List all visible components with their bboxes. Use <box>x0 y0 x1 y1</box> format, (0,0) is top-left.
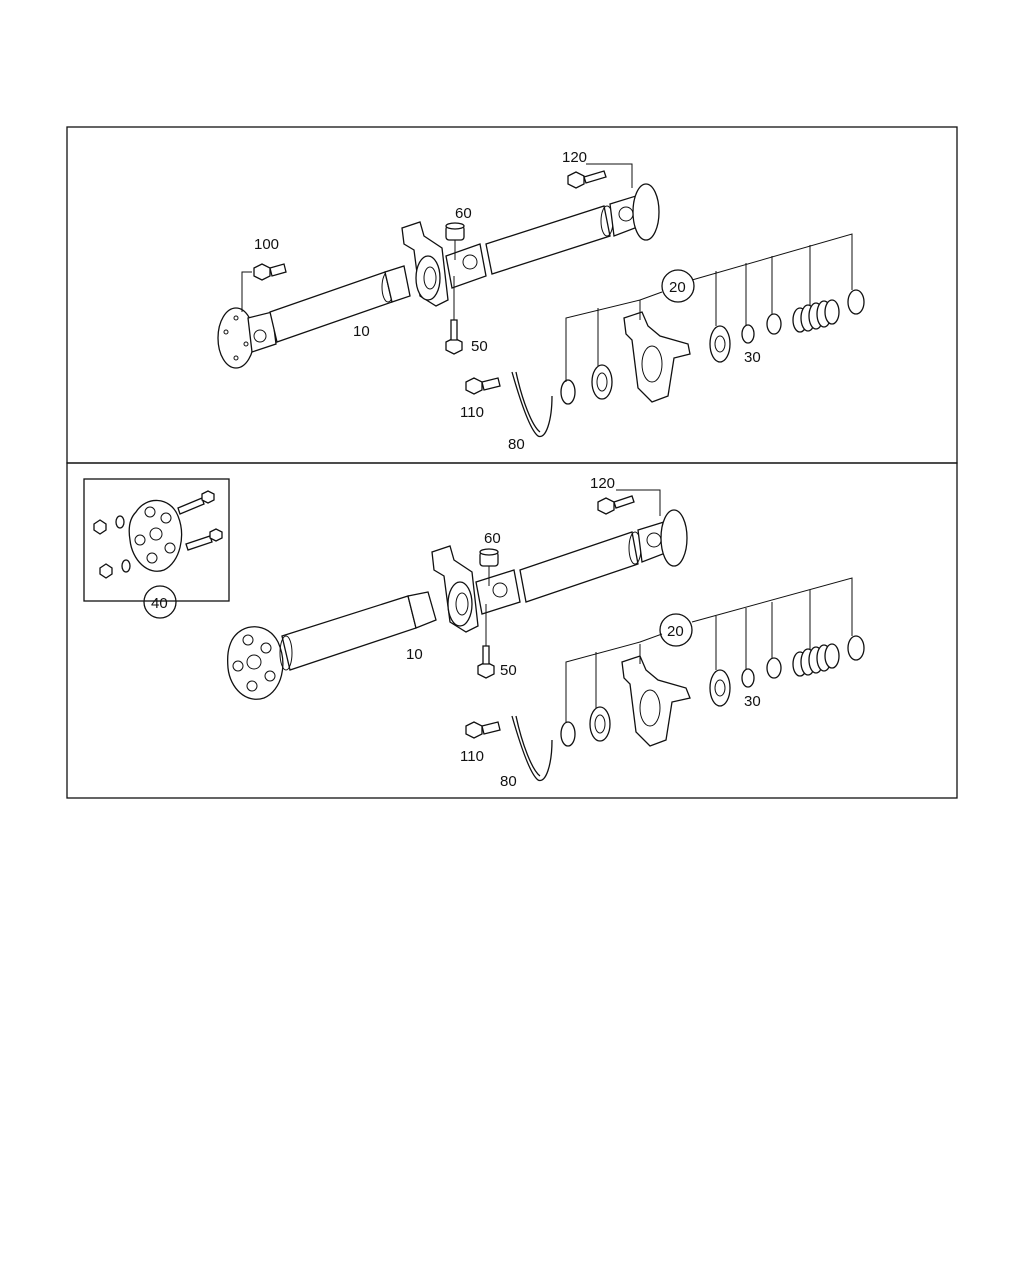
bellows-boot-icon <box>792 299 840 333</box>
bottom-label-110: 110 <box>460 748 484 765</box>
top-circle-20 <box>661 269 695 303</box>
top-label-30: 30 <box>744 349 761 366</box>
rear-tube <box>519 531 639 603</box>
inset-washer-icon <box>121 559 131 573</box>
top-label-50: 50 <box>471 338 488 355</box>
front-tube <box>269 271 393 343</box>
upper-driveshaft-assembly <box>217 163 865 438</box>
strap-80-icon <box>511 371 553 438</box>
strap-80-icon <box>511 715 553 782</box>
inset-washer-icon <box>115 515 125 529</box>
bottom-label-50: 50 <box>500 662 517 679</box>
rear-tube <box>485 205 611 275</box>
top-label-100: 100 <box>254 236 279 253</box>
snap-ring-30-icon <box>741 324 755 344</box>
flex-disc-icon <box>128 499 183 572</box>
ring-icon <box>560 379 576 405</box>
bolt-110-icon <box>465 721 501 739</box>
top-label-60: 60 <box>455 205 472 222</box>
ring-icon <box>560 721 576 747</box>
bottom-label-120: 120 <box>590 475 615 492</box>
rear-flange <box>632 183 660 241</box>
washer-icon <box>709 325 731 363</box>
front-flange <box>217 307 255 369</box>
bolt-110-icon <box>465 377 501 395</box>
upper-panel-frame <box>66 126 958 464</box>
bolt-50-icon <box>445 319 463 355</box>
clamp-icon <box>766 313 782 335</box>
bushing-60-icon <box>479 548 499 567</box>
bushing-60-icon <box>445 222 465 241</box>
bearing-bracket-kit-icon <box>623 311 691 403</box>
top-label-20: 20 <box>669 279 686 296</box>
middle-universal-joint <box>445 243 487 289</box>
bearing-seal-icon <box>589 706 611 742</box>
clamp-end-icon <box>847 289 865 315</box>
bottom-circle-20 <box>659 613 693 647</box>
clamp-icon <box>766 657 782 679</box>
bolt-120-icon <box>597 495 635 515</box>
middle-universal-joint <box>475 569 521 615</box>
bearing-bracket-kit-icon <box>621 655 691 747</box>
front-universal-joint <box>247 311 277 353</box>
lower-driveshaft-assembly <box>226 489 865 782</box>
bearing-seal-icon <box>591 364 613 400</box>
rear-flange <box>660 509 688 567</box>
bottom-label-40: 40 <box>151 595 168 612</box>
snap-ring-30-icon <box>741 668 755 688</box>
top-label-10: 10 <box>353 323 370 340</box>
bottom-label-10: 10 <box>406 646 423 663</box>
top-label-110: 110 <box>460 404 484 421</box>
bottom-label-20: 20 <box>667 623 684 640</box>
front-tube <box>281 595 417 671</box>
bottom-label-30: 30 <box>744 693 761 710</box>
front-flex-disc <box>226 626 284 700</box>
inset-nut-icon <box>93 519 107 535</box>
top-label-120: 120 <box>562 149 587 166</box>
inset-bolt-icon <box>177 490 215 515</box>
bolt-120-icon <box>567 170 607 189</box>
inset-bolt-icon <box>185 528 223 551</box>
clamp-end-icon <box>847 635 865 661</box>
top-label-80: 80 <box>508 436 525 453</box>
bottom-label-80: 80 <box>500 773 517 790</box>
bellows-boot-icon <box>792 643 840 677</box>
washer-icon <box>709 669 731 707</box>
bolt-100-icon <box>253 263 287 281</box>
inset-nut-icon <box>99 563 113 579</box>
bottom-circle-40 <box>143 585 177 619</box>
flex-disc-kit <box>93 490 223 579</box>
bolt-50-icon <box>477 645 495 679</box>
bottom-label-60: 60 <box>484 530 501 547</box>
flex-disc-inset-frame <box>83 478 230 602</box>
lower-panel-frame <box>66 462 958 799</box>
